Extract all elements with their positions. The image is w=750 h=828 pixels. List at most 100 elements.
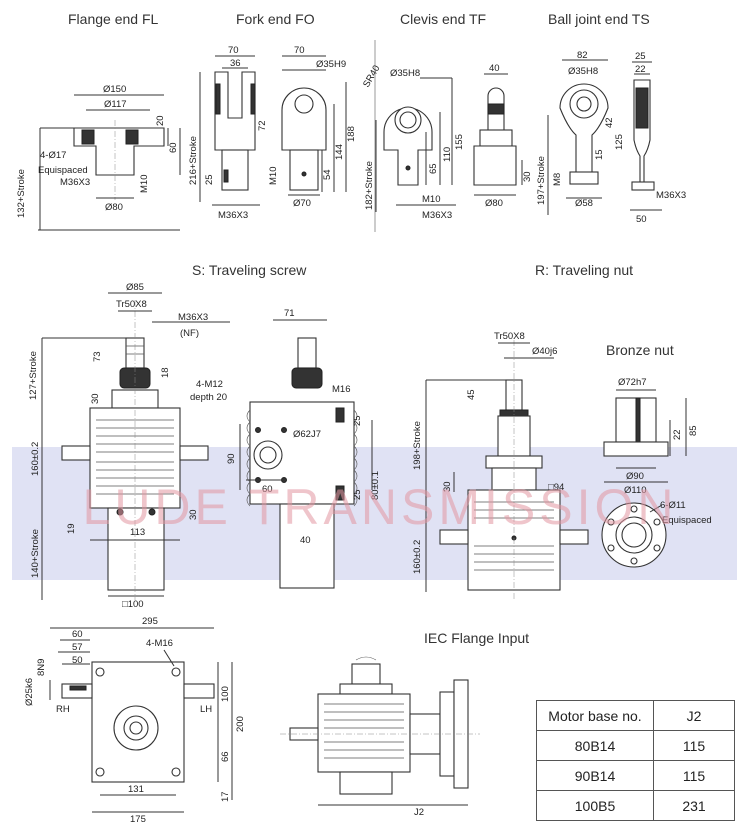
tf-thread: M36X3	[422, 210, 452, 221]
iec-j2: J2	[414, 807, 424, 818]
fo-w70b: 70	[294, 45, 305, 56]
tf-h155: 155	[454, 134, 465, 150]
fl-d117: Ø117	[104, 99, 127, 110]
s-stroke140: 140+Stroke	[30, 529, 41, 578]
s-m16: M16	[332, 384, 350, 395]
fo-w36: 36	[230, 58, 241, 69]
fork-end-drawing	[199, 55, 347, 206]
ts-h15: 15	[594, 149, 605, 160]
fo-thread: M36X3	[218, 210, 248, 221]
s-nf: (NF)	[180, 328, 199, 339]
tf-d80: Ø80	[485, 198, 503, 209]
fl-holes: 4-Ø17	[40, 150, 66, 161]
ts-w50: 50	[636, 214, 647, 225]
r-stroke198: 198+Stroke	[412, 421, 423, 470]
ts-stroke: 197+Stroke	[536, 156, 547, 205]
ts-w22: 22	[635, 64, 646, 75]
s-h18: 18	[160, 367, 171, 378]
table-cell: 115	[653, 760, 735, 791]
table-row: 100B5 231	[536, 790, 735, 821]
table-cell: 231	[653, 790, 735, 821]
title-bronze-nut: Bronze nut	[606, 342, 674, 358]
s-h80: 80±0.1	[370, 471, 381, 500]
title-traveling-nut: R: Traveling nut	[535, 262, 633, 278]
tf-h30: 30	[522, 171, 533, 182]
fo-d70: Ø70	[293, 198, 311, 209]
bronze-nut-drawing	[601, 389, 687, 568]
s-h25b: 25	[352, 489, 363, 500]
clevis-end-drawing	[375, 73, 523, 212]
fl-stroke: 132+Stroke	[16, 169, 27, 218]
tf-w40: 40	[489, 63, 500, 74]
s-d62: Ø62J7	[293, 429, 321, 440]
r-d40: Ø40j6	[532, 346, 557, 357]
b-m16: 4-M16	[146, 638, 173, 649]
bn-holes: 6-Ø11	[660, 500, 686, 511]
tf-h65: 65	[428, 163, 439, 174]
fo-w70: 70	[228, 45, 239, 56]
traveling-nut-drawing	[425, 340, 589, 600]
fo-h72: 72	[257, 120, 268, 131]
ts-w82: 82	[577, 50, 588, 61]
s-depth: depth 20	[190, 392, 227, 403]
title-clevis-end: Clevis end TF	[400, 11, 486, 27]
tf-m10: M10	[422, 194, 440, 205]
fl-d80: Ø80	[105, 202, 123, 213]
fo-stroke: 216+Stroke	[188, 136, 199, 185]
s-stroke127: 127+Stroke	[28, 351, 39, 400]
ts-d58: Ø58	[575, 198, 593, 209]
b-h66: 66	[220, 751, 231, 762]
fl-thread: M36X3	[60, 177, 90, 188]
b-w295: 295	[142, 616, 158, 627]
s-h90: 90	[226, 453, 237, 464]
b-h100: 100	[220, 686, 231, 702]
b-w60: 60	[72, 629, 83, 640]
fo-h54: 54	[322, 169, 333, 180]
table-row: 90B14 115	[536, 760, 735, 791]
fl-equispaced: Equispaced	[38, 165, 88, 176]
table-cell: 80B14	[536, 730, 654, 761]
s-h25a: 25	[352, 415, 363, 426]
s-h30: 30	[90, 393, 101, 404]
bn-d90: Ø90	[626, 471, 644, 482]
motor-base-table: Motor base no. J2 80B14 115 90B14 115 10…	[536, 700, 735, 821]
fo-h188: 188	[346, 126, 357, 142]
iec-flange-drawing	[280, 656, 480, 806]
table-cell: 90B14	[536, 760, 654, 791]
tf-h110: 110	[442, 147, 453, 162]
s-thread: M36X3	[178, 312, 208, 323]
tf-stroke: 182+Stroke	[364, 161, 375, 210]
r-sq94: □94	[548, 482, 564, 493]
table-header-row: Motor base no. J2	[536, 700, 735, 731]
b-w175: 175	[130, 814, 146, 825]
fl-h20: 20	[155, 115, 166, 126]
fo-m10: M10	[268, 167, 279, 185]
table-header-cell: J2	[653, 700, 735, 731]
s-h73: 73	[92, 351, 103, 362]
b-w131: 131	[128, 784, 144, 795]
fo-d35: Ø35H9	[316, 59, 346, 70]
fl-m10: M10	[139, 175, 150, 193]
ts-h42: 42	[604, 117, 615, 128]
s-sq100: □100	[122, 599, 144, 610]
title-traveling-screw: S: Traveling screw	[192, 262, 307, 278]
r-h45: 45	[466, 389, 477, 400]
flange-end-drawing	[38, 94, 181, 231]
b-h200: 200	[235, 716, 246, 732]
s-m12: 4-M12	[196, 379, 223, 390]
watermark-text: LUDE TRANSMISSION	[82, 479, 678, 535]
b-w57: 57	[72, 642, 83, 653]
s-w113: 113	[130, 527, 145, 538]
fl-h60: 60	[168, 142, 179, 153]
bn-equispaced: Equispaced	[662, 515, 712, 526]
tf-d35: Ø35H8	[390, 68, 420, 79]
ts-thread: M36X3	[656, 190, 686, 201]
b-rh: RH	[56, 704, 70, 715]
bn-d72: Ø72h7	[618, 377, 647, 388]
r-tr: Tr50X8	[494, 331, 525, 342]
traveling-screw-front	[41, 292, 230, 600]
s-h30b: 30	[188, 509, 199, 520]
bn-h85: 85	[688, 425, 699, 436]
ts-h125: 125	[614, 134, 625, 150]
